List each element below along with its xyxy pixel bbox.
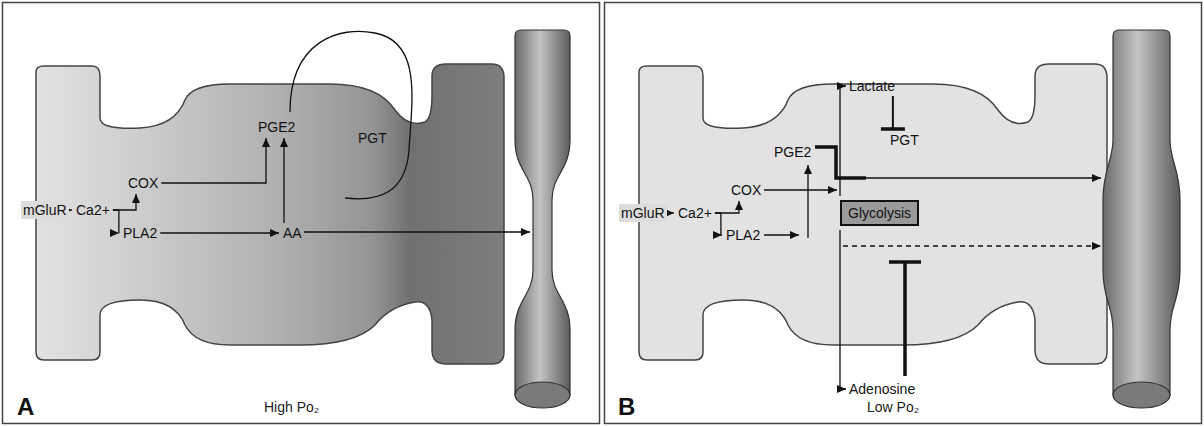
dilation-arrow bbox=[304, 231, 530, 232]
node-text: Glycolysis bbox=[848, 205, 911, 221]
astrocyte-outline bbox=[639, 64, 1107, 364]
ion-label: Ca2+ bbox=[676, 204, 714, 222]
vessel-end bbox=[1113, 382, 1170, 408]
inhibition-bar bbox=[889, 260, 921, 264]
node-text: PLA2 bbox=[123, 225, 157, 241]
node-text: COX bbox=[128, 175, 158, 191]
node-text: AA bbox=[283, 225, 302, 241]
astrocyte-outline bbox=[36, 64, 504, 364]
transport-loop bbox=[290, 31, 412, 198]
node-text: mGluR bbox=[621, 205, 665, 221]
vessel-end bbox=[515, 382, 570, 408]
metabolite-label: Lactate bbox=[847, 77, 897, 95]
blood-vessel bbox=[515, 30, 570, 395]
arrow-connector bbox=[113, 210, 119, 233]
enzyme-label: PLA2 bbox=[724, 226, 762, 244]
arrow-connector bbox=[715, 201, 739, 213]
panel-frame bbox=[605, 3, 1202, 424]
panel-letter: B bbox=[618, 393, 635, 421]
inhibition-stem bbox=[903, 262, 907, 376]
node-text: Ca2+ bbox=[76, 202, 110, 218]
arrow-connector bbox=[113, 194, 136, 210]
enzyme-label: COX bbox=[729, 181, 763, 199]
pge2-arrow bbox=[807, 165, 808, 238]
node-text: COX bbox=[731, 182, 761, 198]
node-text: PGT bbox=[890, 132, 919, 148]
condition-label: High Po₂ bbox=[264, 399, 319, 415]
adenosine-branch bbox=[840, 230, 846, 389]
transporter-label: PGT bbox=[358, 130, 387, 146]
arrow-connector bbox=[70, 209, 72, 210]
metabolite-label: Adenosine bbox=[847, 380, 917, 398]
condition-label: Low Po₂ bbox=[867, 399, 919, 415]
prostaglandin-label: PGE2 bbox=[256, 118, 297, 136]
node-text: Adenosine bbox=[849, 381, 915, 397]
panel-letter: A bbox=[17, 393, 34, 421]
arrow-connector bbox=[715, 213, 722, 235]
node-text: PGE2 bbox=[258, 119, 295, 135]
pla2-arrow bbox=[764, 234, 799, 235]
arrow-connector bbox=[160, 232, 279, 233]
inhibition-connector bbox=[892, 96, 894, 129]
pge2-bracket bbox=[815, 147, 866, 178]
arrow-connector bbox=[161, 138, 266, 183]
dashed-arrow bbox=[843, 245, 1101, 246]
ion-label: Ca2+ bbox=[74, 201, 112, 219]
enzyme-label: COX bbox=[126, 174, 160, 192]
dilation-arrow bbox=[866, 177, 1101, 178]
blood-vessel bbox=[1103, 30, 1180, 395]
cox-arrow bbox=[764, 189, 837, 190]
enzyme-label: PLA2 bbox=[121, 224, 159, 242]
process-box: Glycolysis bbox=[840, 200, 919, 226]
transporter-label: PGT bbox=[888, 131, 921, 149]
metabolite-label: AA bbox=[281, 224, 304, 242]
node-text: mGluR bbox=[23, 202, 67, 218]
receptor-label: mGluR bbox=[21, 201, 69, 219]
receptor-label: mGluR bbox=[619, 204, 667, 222]
prostaglandin-label: PGE2 bbox=[774, 144, 811, 160]
node-text: PLA2 bbox=[726, 227, 760, 243]
arrow-connector bbox=[668, 212, 674, 213]
node-text: Ca2+ bbox=[678, 205, 712, 221]
panel-frame bbox=[3, 3, 600, 424]
node-text: Lactate bbox=[849, 78, 895, 94]
arrow-connector bbox=[283, 138, 284, 223]
